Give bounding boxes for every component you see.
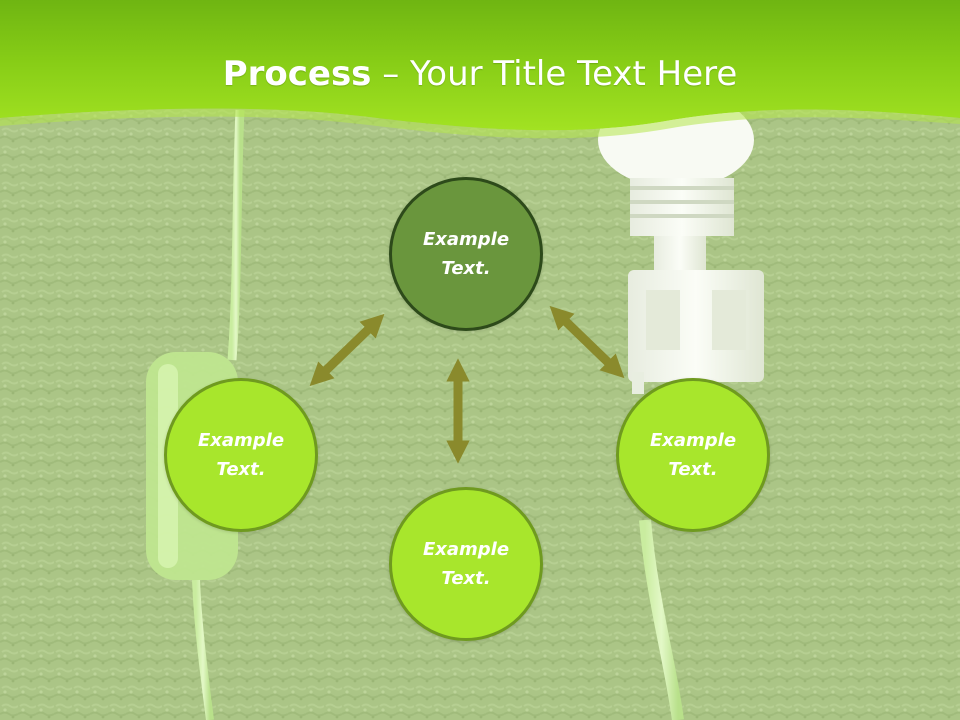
slide-title: Process – Your Title Text Here bbox=[0, 52, 960, 96]
node-label-line1: Example bbox=[422, 539, 510, 560]
double-arrow-icon-upper-right bbox=[549, 305, 625, 379]
title-rest-part: – Your Title Text Here bbox=[371, 54, 738, 94]
node-label-line1: Example bbox=[197, 430, 285, 451]
process-node-bottom[interactable]: Example Text. bbox=[389, 487, 543, 641]
node-label-line2: Text. bbox=[441, 568, 491, 589]
title-bold-part: Process bbox=[222, 54, 372, 94]
double-arrow-icon-upper-left bbox=[309, 313, 385, 387]
process-node-left[interactable]: Example Text. bbox=[164, 378, 318, 532]
node-label-line2: Text. bbox=[441, 258, 491, 279]
process-node-right[interactable]: Example Text. bbox=[616, 378, 770, 532]
process-node-top[interactable]: Example Text. bbox=[389, 177, 543, 331]
node-label-line2: Text. bbox=[668, 459, 718, 480]
node-label-line2: Text. bbox=[216, 459, 266, 480]
node-label-line1: Example bbox=[422, 229, 510, 250]
node-label-line1: Example bbox=[649, 430, 737, 451]
